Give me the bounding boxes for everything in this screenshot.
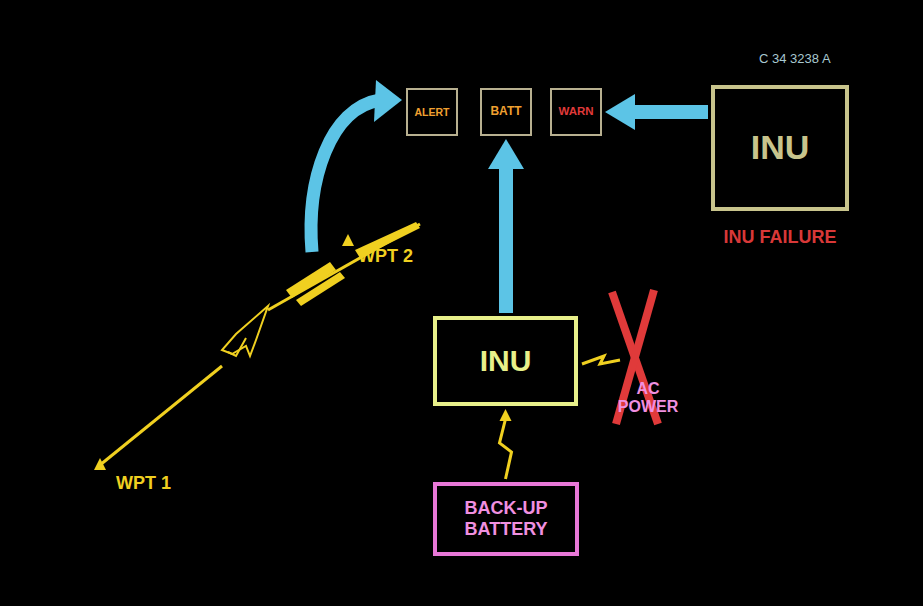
- box-text: BATT: [486, 105, 525, 119]
- figure-code: C 34 3238 A: [759, 52, 831, 66]
- box-text: INU: [476, 344, 536, 379]
- lightning-bolt: [500, 419, 512, 479]
- path-band: [296, 272, 345, 306]
- aircraft-symbol: [222, 306, 268, 356]
- inu-box: INU: [711, 85, 849, 211]
- failure-caption: INU FAILURE: [723, 228, 836, 248]
- box-text: BACK-UP BATTERY: [437, 498, 575, 539]
- inu-box: INU: [433, 316, 578, 406]
- waypoint-marker: [342, 234, 354, 246]
- battery-box: BACK-UP BATTERY: [433, 482, 579, 556]
- waypoint-marker: [94, 458, 106, 470]
- waypoint-label: WPT 2: [358, 247, 413, 267]
- waypoint-label: WPT 1: [116, 474, 171, 494]
- annunciator-light: WARN: [550, 88, 602, 136]
- alert-arrow-head: [374, 80, 402, 122]
- annunciator-light: ALERT: [406, 88, 458, 136]
- power-label: AC POWER: [613, 380, 683, 415]
- connector: [488, 139, 524, 313]
- power-bolt: [582, 356, 620, 364]
- box-text: WARN: [554, 105, 597, 118]
- arrow-shaft: [499, 167, 513, 313]
- connector: [500, 409, 512, 479]
- arrow-head: [605, 94, 635, 130]
- alert-arrow: [311, 100, 380, 252]
- box-text: ALERT: [411, 106, 454, 118]
- arrow-head: [488, 139, 524, 169]
- arrow-head: [500, 409, 512, 421]
- box-text: INU: [747, 128, 814, 167]
- annunciator-light: BATT: [480, 88, 532, 136]
- flight-path: [100, 366, 222, 465]
- arrow-shaft: [633, 105, 708, 119]
- connector: [605, 94, 708, 130]
